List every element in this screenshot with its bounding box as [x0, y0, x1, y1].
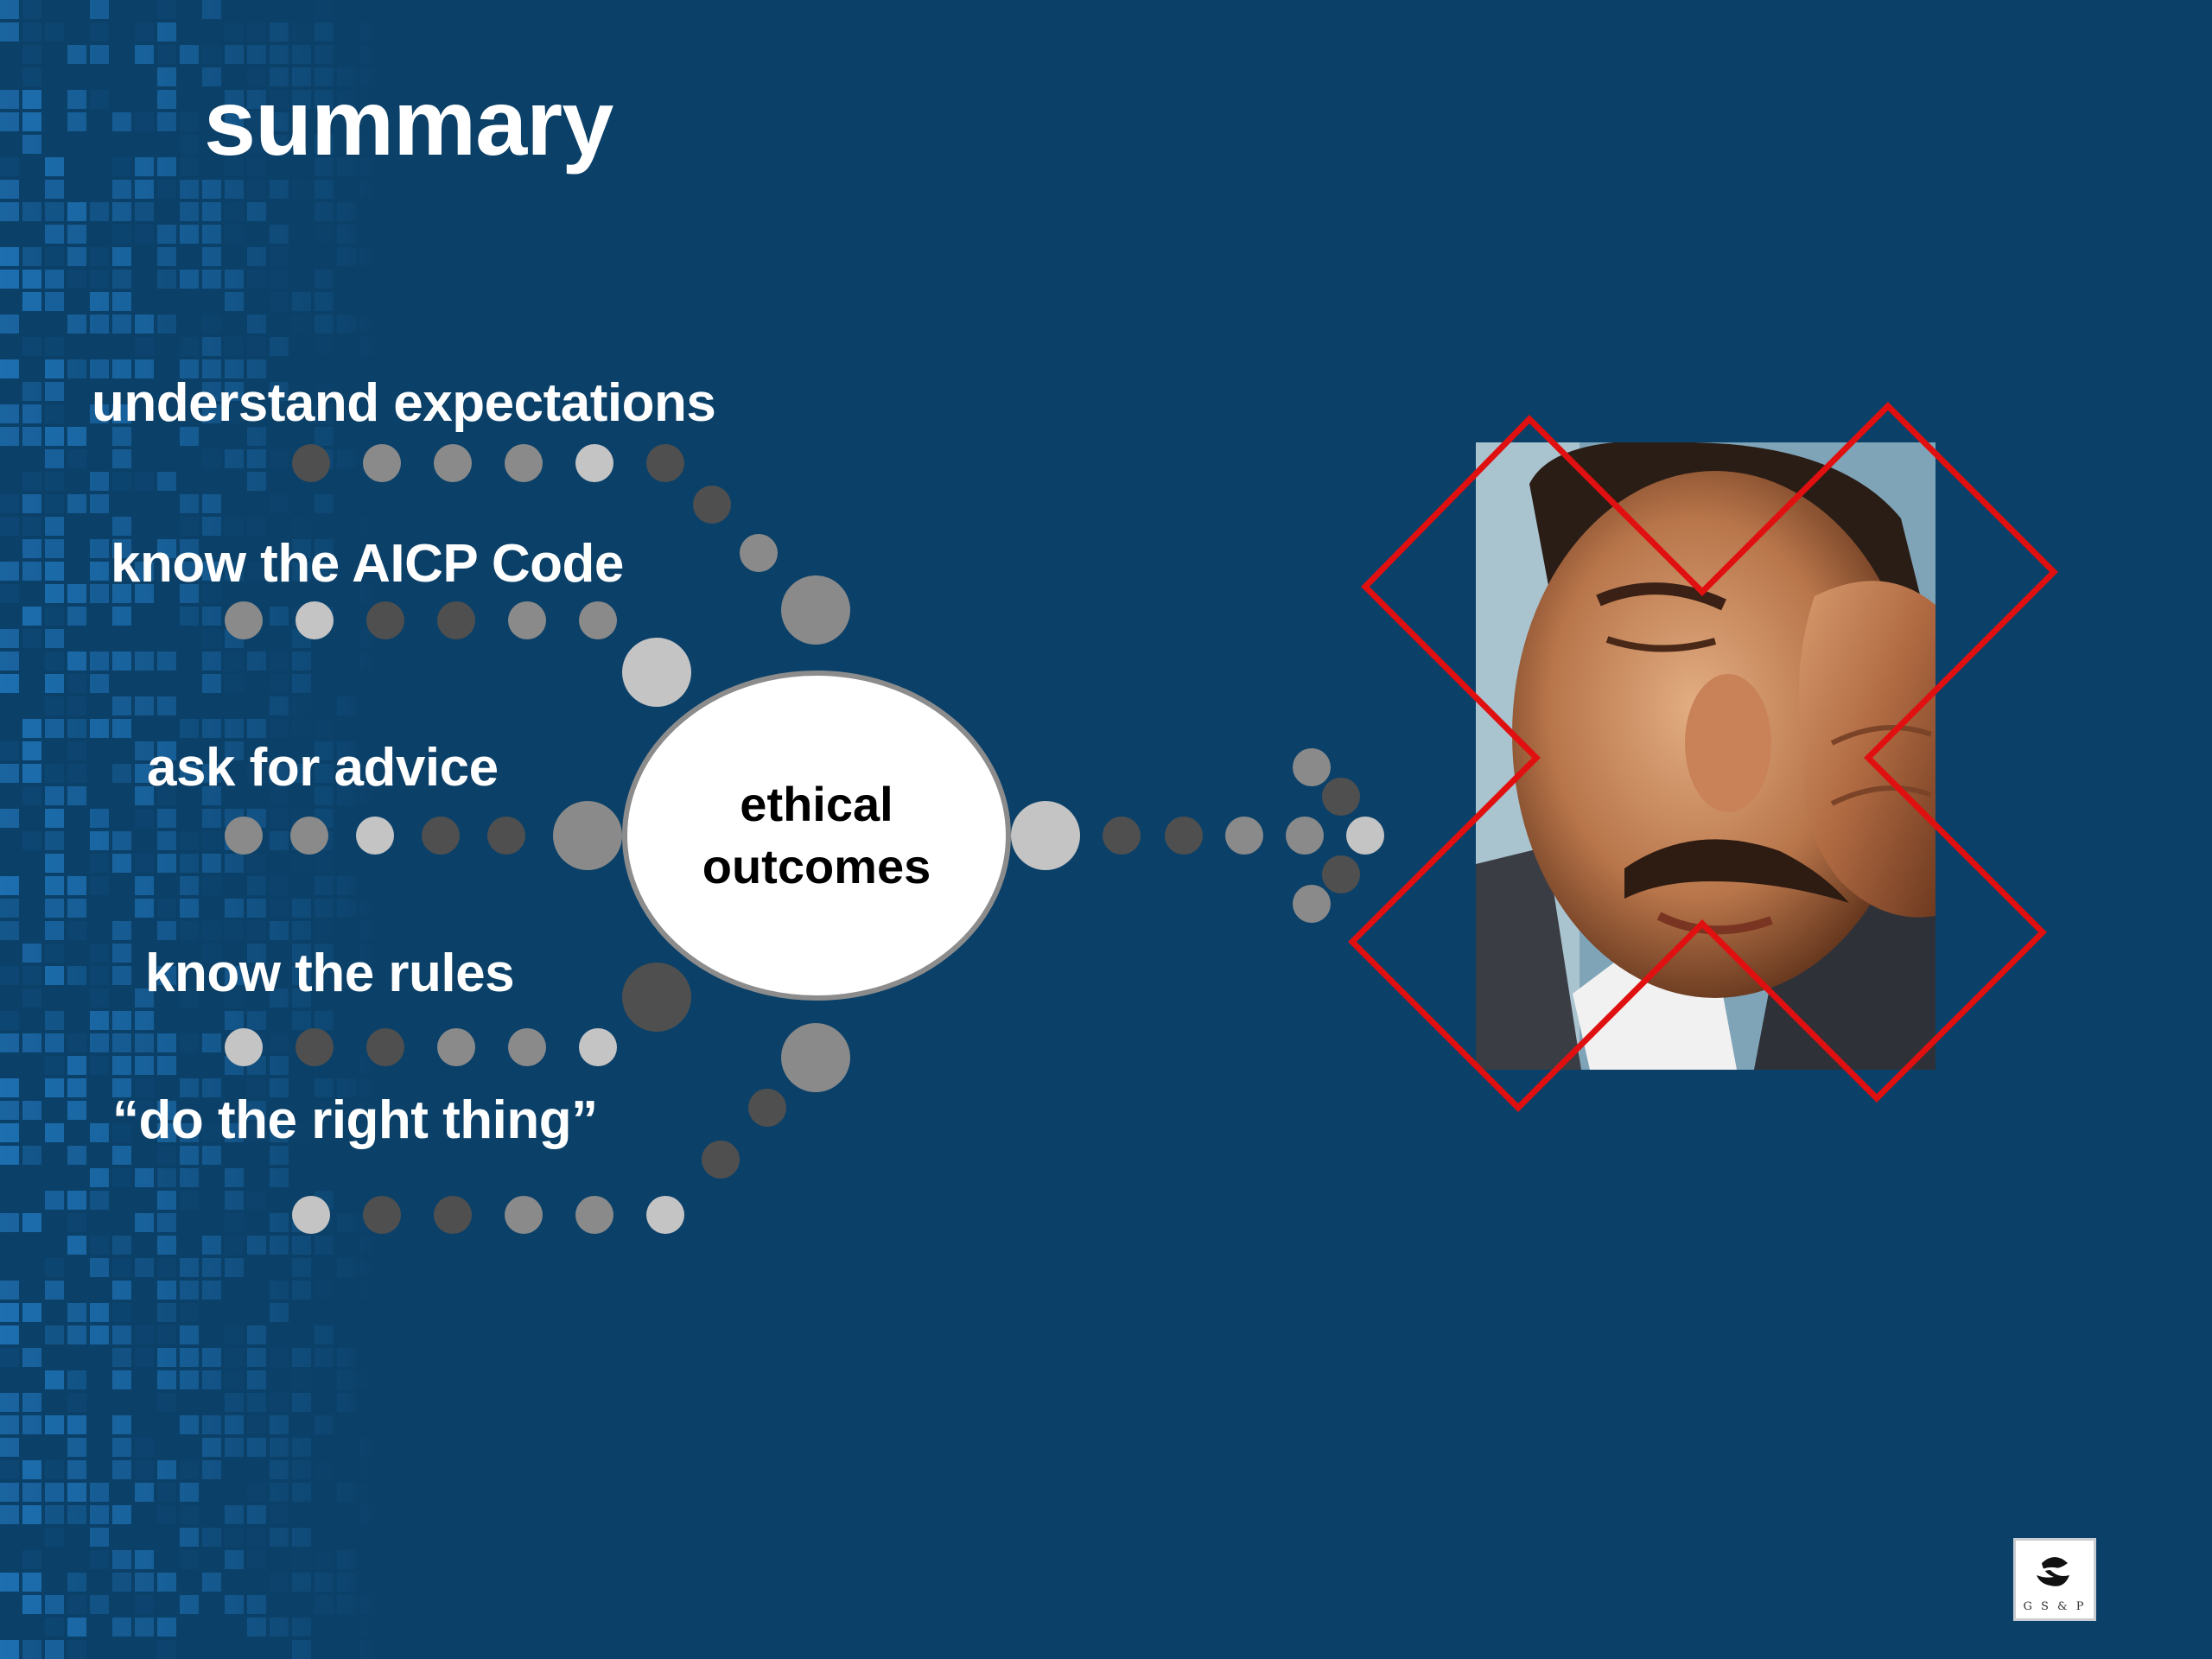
distressed-man-photo — [1476, 442, 1936, 1070]
flow-dot — [434, 1196, 472, 1234]
flow-dot — [434, 444, 472, 482]
flow-dot — [646, 444, 684, 482]
label-know-aicp-code: know the AICP Code — [111, 534, 624, 594]
flow-dot — [740, 534, 778, 572]
flow-dot — [225, 817, 263, 855]
flow-dot — [575, 1196, 613, 1234]
flow-dot — [225, 1028, 263, 1066]
flow-dot — [1011, 801, 1080, 870]
flow-dot — [579, 1028, 617, 1066]
flow-dot — [1286, 817, 1324, 855]
flow-dot — [781, 1023, 850, 1092]
center-label: ethical outcomes — [626, 773, 1007, 898]
flow-dot — [508, 601, 546, 639]
flow-dot — [296, 1028, 334, 1066]
flow-dot — [225, 601, 263, 639]
flow-dot — [575, 444, 613, 482]
flow-dot — [422, 817, 460, 855]
flow-dot — [437, 1028, 475, 1066]
flow-dot — [505, 1196, 543, 1234]
flow-dot — [579, 601, 617, 639]
flow-dot — [366, 601, 404, 639]
flow-dot — [1293, 748, 1331, 786]
flow-dot — [487, 817, 525, 855]
label-ask-for-advice: ask for advice — [147, 738, 499, 798]
flow-dot — [553, 801, 622, 870]
flow-dot — [1165, 817, 1203, 855]
flow-dot — [622, 963, 691, 1032]
flow-dot — [1322, 778, 1360, 816]
flow-dot — [1346, 817, 1384, 855]
gsp-logo-mark — [2037, 1557, 2069, 1586]
flow-dot — [363, 1196, 401, 1234]
flow-dot — [290, 817, 328, 855]
logo-caption: G S & P — [2023, 1600, 2087, 1613]
flow-dot — [781, 575, 850, 645]
flow-dot — [1103, 817, 1141, 855]
flow-dot — [508, 1028, 546, 1066]
flow-dot — [1225, 817, 1263, 855]
flow-dot — [292, 444, 330, 482]
ethical-outcomes-ellipse — [622, 671, 1011, 1001]
label-know-the-rules: know the rules — [145, 944, 515, 1003]
flow-dot — [366, 1028, 404, 1066]
dot-flow-diagram — [225, 444, 1384, 1234]
flow-dot — [748, 1089, 786, 1127]
slide-title: summary — [204, 70, 613, 175]
flow-dot — [693, 486, 731, 524]
flow-dot — [356, 817, 394, 855]
flow-dot — [296, 601, 334, 639]
center-label-line1: ethical — [740, 777, 893, 831]
gsp-logo-icon: G S & P — [2013, 1538, 2096, 1621]
label-do-the-right-thing: “do the right thing” — [112, 1090, 598, 1150]
flow-dot — [437, 601, 475, 639]
flow-dot — [505, 444, 543, 482]
flow-dot — [292, 1196, 330, 1234]
red-x-icon — [1348, 402, 2058, 1112]
flow-dot — [622, 638, 691, 707]
flow-dot — [646, 1196, 684, 1234]
flow-dot — [1293, 885, 1331, 923]
flow-dot — [363, 444, 401, 482]
label-understand-expectations: understand expectations — [92, 373, 716, 433]
flow-dot — [702, 1141, 740, 1179]
center-label-line2: outcomes — [702, 839, 931, 893]
flow-dot — [1322, 855, 1360, 893]
